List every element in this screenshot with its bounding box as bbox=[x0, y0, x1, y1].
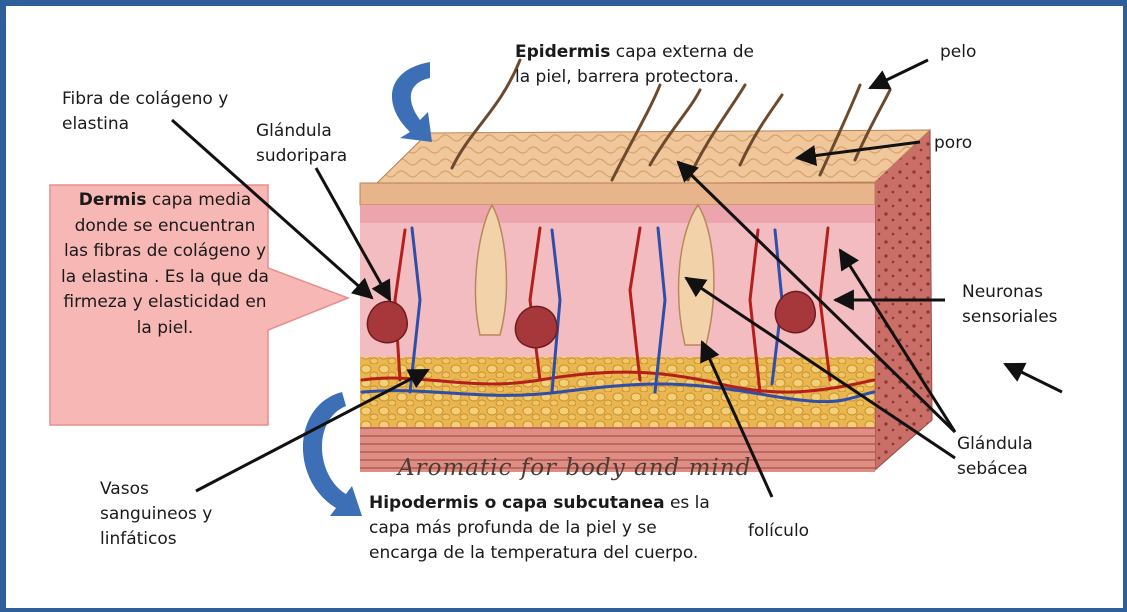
pelo-text: pelo bbox=[940, 42, 976, 62]
epidermis-text-2: la piel, barrera protectora. bbox=[515, 67, 739, 87]
glandula-seb-text-1: Glándula bbox=[957, 434, 1033, 454]
hipodermis-title: Hipodermis bbox=[369, 493, 479, 513]
pelo-label: pelo bbox=[940, 40, 976, 65]
dermis-layer bbox=[360, 205, 875, 357]
glandula-sudo-text-2: sudoripara bbox=[256, 146, 347, 166]
vasos-text-2: sanguineos y bbox=[100, 504, 212, 524]
dermis-title: Dermis bbox=[79, 190, 147, 210]
vasos-label: Vasos sanguineos y linfáticos bbox=[100, 477, 212, 552]
neuronas-text-2: sensoriales bbox=[962, 307, 1058, 327]
epidermis-title: Epidermis bbox=[515, 42, 610, 62]
neuronas-text-1: Neuronas bbox=[962, 282, 1043, 302]
dermis-label: Dermis capa media donde se encuentran la… bbox=[60, 188, 270, 341]
epidermis-layer bbox=[360, 183, 875, 205]
watermark: Aromatic for body and mind bbox=[398, 455, 751, 481]
hipodermis-text-0: es la bbox=[665, 493, 710, 513]
glandula-sudoripara-label: Glándula sudoripara bbox=[256, 119, 347, 169]
poro-label: poro bbox=[934, 131, 972, 156]
hipodermis-label: Hipodermis o capa subcutanea es la capa … bbox=[369, 491, 710, 566]
glandula-seb-text-2: sebácea bbox=[957, 459, 1028, 479]
fibra-text-2: elastina bbox=[62, 114, 129, 134]
foliculo-label: folículo bbox=[748, 519, 809, 544]
glandula-sudo-text-1: Glándula bbox=[256, 121, 332, 141]
fibra-text-1: Fibra de colágeno y bbox=[62, 89, 228, 109]
vasos-text-3: linfáticos bbox=[100, 529, 177, 549]
fibra-label: Fibra de colágeno y elastina bbox=[62, 87, 228, 137]
glandula-sebacea-label: Glándula sebácea bbox=[957, 432, 1033, 482]
foliculo-text: folículo bbox=[748, 521, 809, 541]
hipodermis-text-2: encarga de la temperatura del cuerpo. bbox=[369, 543, 698, 563]
epidermis-text-1: capa externa de bbox=[610, 42, 754, 62]
epidermis-label: Epidermis capa externa de la piel, barre… bbox=[515, 40, 754, 90]
dermis-text: capa media donde se encuentran las fibra… bbox=[61, 190, 269, 338]
hipodermis-text-1: capa más profunda de la piel y se bbox=[369, 518, 657, 538]
poro-text: poro bbox=[934, 133, 972, 153]
neuronas-label: Neuronas sensoriales bbox=[962, 280, 1058, 330]
hipodermis-subtitle: o capa subcutanea bbox=[479, 493, 665, 513]
vasos-text-1: Vasos bbox=[100, 479, 149, 499]
curved-arrow-top bbox=[392, 62, 432, 142]
